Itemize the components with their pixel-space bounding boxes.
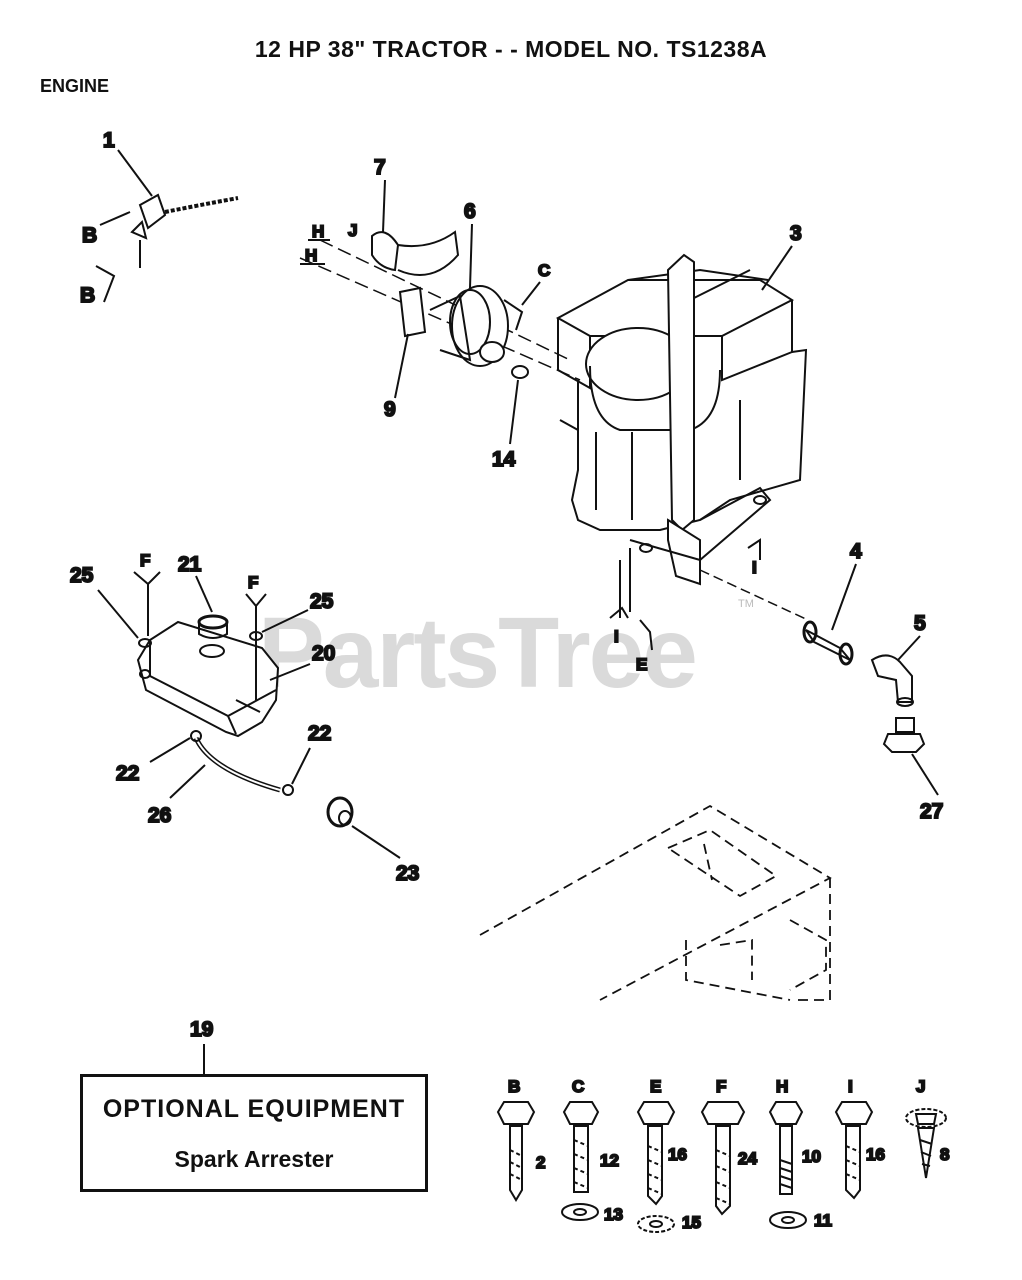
bolt-c[interactable] — [562, 1101, 600, 1193]
fuel-line-part[interactable] — [193, 736, 281, 793]
leader-25a — [97, 589, 139, 639]
clamp-22b[interactable] — [282, 784, 294, 796]
exhaust-nipple-part[interactable] — [802, 620, 854, 666]
leader-22a — [149, 737, 191, 763]
screw-j[interactable] — [905, 1108, 947, 1179]
hw-letter-b: B — [508, 1077, 520, 1096]
ref-c: C — [538, 261, 550, 280]
callout-21: 21 — [178, 553, 202, 576]
hw-letter-e: E — [650, 1077, 661, 1096]
ref-h-2: H — [305, 246, 317, 265]
clamp-22a[interactable] — [190, 730, 202, 742]
leader-7 — [382, 179, 386, 233]
hw-letter-j: J — [916, 1077, 925, 1096]
leader-5 — [897, 635, 921, 661]
hw-num-8: 8 — [940, 1145, 949, 1164]
optional-equipment-heading: OPTIONAL EQUIPMENT — [102, 1095, 406, 1123]
ref-f-1: F — [140, 551, 150, 570]
leader-9 — [394, 333, 409, 399]
callout-5: 5 — [914, 612, 926, 635]
callout-1: 1 — [103, 129, 115, 152]
callout-4: 4 — [850, 540, 862, 563]
callout-27: 27 — [920, 800, 943, 823]
leader-22b — [291, 747, 311, 785]
callout-9: 9 — [384, 398, 396, 421]
hw-letter-f: F — [716, 1077, 726, 1096]
callout-14: 14 — [492, 448, 516, 471]
bolt-b[interactable] — [496, 1101, 536, 1202]
ref-j: J — [348, 221, 357, 240]
spark-arrester-label: Spark Arrester — [174, 1146, 334, 1172]
exhaust-elbow-part[interactable] — [870, 654, 914, 707]
hw-num-13: 13 — [604, 1205, 623, 1224]
leader-3 — [761, 245, 793, 291]
ref-e: E — [636, 655, 647, 674]
grommet-part[interactable] — [326, 796, 354, 828]
callout-19: 19 — [190, 1018, 213, 1041]
hw-num-16b: 16 — [866, 1145, 885, 1164]
air-intake-assembly[interactable] — [299, 230, 581, 381]
section-label: ENGINE — [40, 76, 110, 96]
ref-b-2: B — [80, 284, 95, 307]
washer-13[interactable] — [561, 1203, 599, 1221]
washer-25a[interactable] — [138, 638, 152, 648]
leader-20 — [269, 663, 311, 681]
hw-num-2: 2 — [536, 1153, 545, 1172]
callout-3: 3 — [790, 222, 802, 245]
hw-num-11: 11 — [814, 1211, 832, 1230]
hw-num-16a: 16 — [668, 1145, 687, 1164]
leader-b2 — [95, 265, 116, 303]
bolt-h[interactable] — [768, 1101, 804, 1195]
hw-num-15: 15 — [682, 1213, 701, 1232]
bolt-e[interactable] — [636, 1101, 676, 1206]
leader-25b — [261, 609, 309, 633]
tractor-frame-outline — [479, 804, 832, 1001]
fuel-tank-part[interactable] — [136, 620, 280, 738]
leader-23 — [351, 825, 401, 859]
callout-22b: 22 — [308, 722, 331, 745]
leader-26 — [169, 764, 206, 799]
hw-letter-h: H — [776, 1077, 788, 1096]
callout-6: 6 — [464, 200, 476, 223]
washer-15[interactable] — [637, 1215, 675, 1233]
throttle-cable-part[interactable] — [117, 149, 239, 268]
callout-23: 23 — [396, 862, 419, 885]
engine-block-part[interactable] — [555, 253, 809, 621]
hw-letter-i: I — [848, 1077, 853, 1096]
leader-4 — [831, 563, 857, 631]
page-title: 12 HP 38" TRACTOR - - MODEL NO. TS1238A — [254, 36, 768, 62]
hw-num-12: 12 — [600, 1151, 619, 1170]
partstree-watermark: PartsTree — [258, 597, 698, 709]
ref-b-1: B — [82, 224, 97, 247]
bolt-i[interactable] — [834, 1101, 874, 1200]
hw-num-10: 10 — [802, 1147, 821, 1166]
bolt-f[interactable] — [700, 1101, 746, 1216]
callout-25b: 25 — [310, 590, 334, 613]
watermark-tm: TM — [738, 598, 754, 610]
hardware-bolts: B 2 C 12 13 E 16 15 F — [496, 1076, 950, 1233]
leader-6 — [469, 223, 473, 289]
ref-i-1: I — [752, 558, 757, 577]
callout-25a: 25 — [70, 564, 94, 587]
leader-21 — [195, 575, 213, 613]
callout-26: 26 — [148, 804, 171, 827]
callout-22a: 22 — [116, 762, 139, 785]
ref-f-2: F — [248, 573, 258, 592]
optional-equipment-box: OPTIONAL EQUIPMENT Spark Arrester — [80, 1074, 428, 1192]
washer-11[interactable] — [769, 1211, 807, 1229]
callout-7: 7 — [374, 156, 386, 179]
ref-i-2: I — [614, 627, 619, 646]
hw-letter-c: C — [572, 1077, 584, 1096]
plug-part[interactable] — [882, 717, 926, 753]
callout-20: 20 — [312, 642, 335, 665]
leader-14 — [509, 379, 519, 445]
leader-b1 — [99, 211, 131, 226]
leader-27 — [911, 753, 939, 796]
fuel-cap-part[interactable] — [197, 614, 229, 639]
hw-num-24: 24 — [738, 1149, 757, 1168]
washer-25b[interactable] — [249, 631, 263, 641]
ref-h-1: H — [312, 222, 324, 241]
